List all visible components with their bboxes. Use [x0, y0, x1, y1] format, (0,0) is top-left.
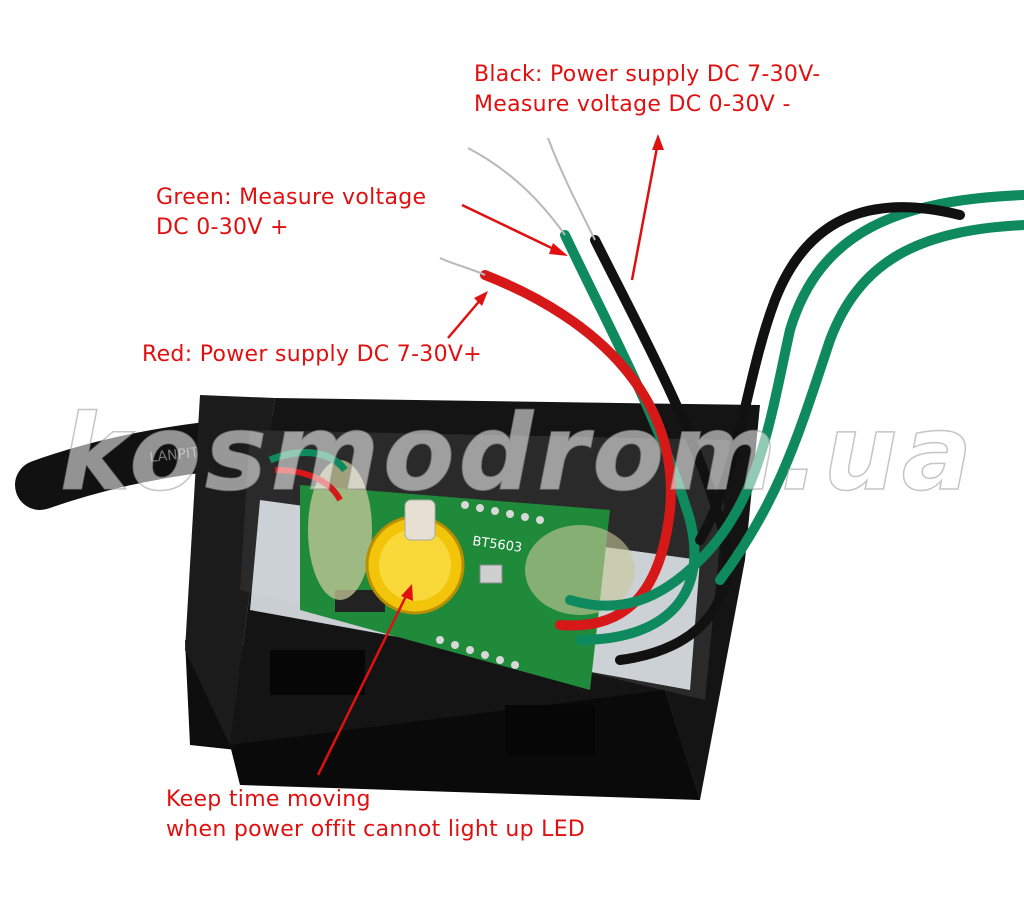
cable-print: LANPITE [149, 444, 208, 466]
arrow-battery [316, 591, 410, 776]
arrow-green [461, 203, 561, 254]
wire-green-2 [565, 190, 1024, 611]
crystal [479, 564, 503, 584]
black-wire-annotation: Black: Power supply DC 7-30V- Measure vo… [474, 60, 821, 120]
wire-red [480, 270, 676, 631]
arrow-red [447, 297, 483, 339]
wire-black-2 [695, 202, 965, 545]
annotation-line: Keep time moving [166, 787, 371, 812]
annotation-line: DC 0-30V + [156, 215, 289, 240]
annotation-line: Red: Power supply DC 7-30V+ [142, 342, 482, 367]
annotation-line: Black: Power supply DC 7-30V- [474, 62, 821, 87]
arrow-black [630, 141, 660, 281]
wire-green [560, 230, 700, 645]
glue-blob [308, 460, 372, 600]
annotation-line: Green: Measure voltage [156, 185, 427, 210]
wire-green-3 [715, 220, 1024, 585]
red-wire-annotation: Red: Power supply DC 7-30V+ [142, 340, 482, 370]
annotation-line: when power offit cannot light up LED [166, 817, 586, 842]
green-wire-annotation: Green: Measure voltage DC 0-30V + [156, 183, 426, 243]
watermark: kosmodrom.ua [59, 391, 976, 515]
wire-green-inner [268, 449, 348, 473]
wire-red-inner [274, 467, 343, 502]
board-marking: BT5603 [471, 534, 523, 556]
wire-tip [467, 147, 566, 236]
wire-black [590, 235, 732, 665]
wire-tip [547, 137, 596, 241]
glue-blob [525, 525, 635, 615]
coin-cell-battery [365, 499, 465, 615]
battery-annotation: Keep time moving when power offit cannot… [166, 785, 585, 845]
wire-tip [439, 257, 486, 276]
annotation-line: Measure voltage DC 0-30V - [474, 92, 791, 117]
